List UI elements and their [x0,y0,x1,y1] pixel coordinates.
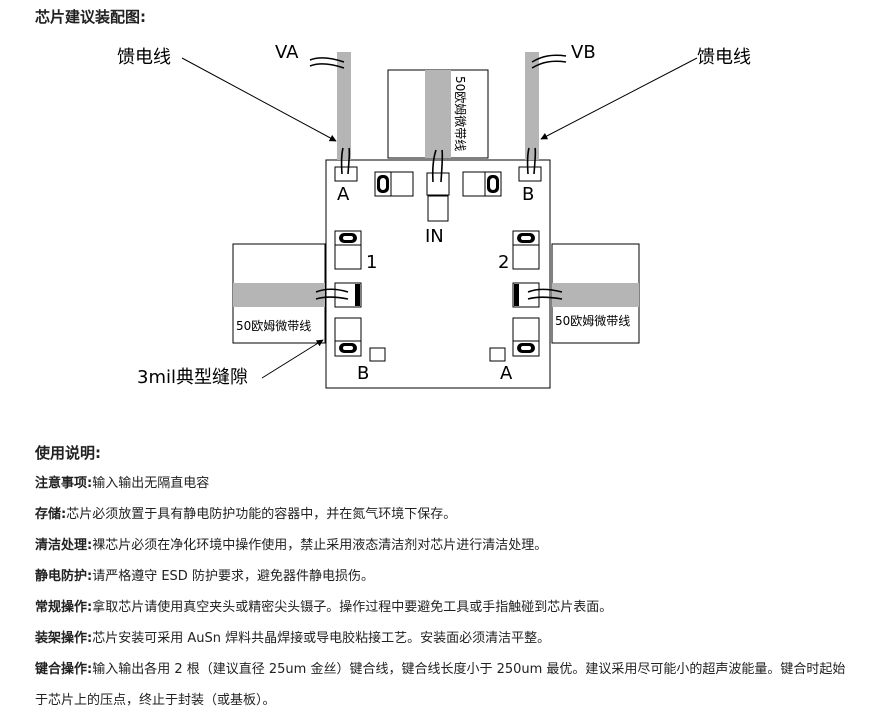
arrow-feed-right [540,57,698,140]
feed-line-right [525,52,539,160]
feed-line-label-left: 馈电线 [117,47,171,68]
va-label: VA [275,42,299,63]
supply-leads [309,54,567,69]
assembly-diagram: 50欧姆微带线 50欧姆微带线 50欧姆微带线 [117,42,751,389]
section-title: 芯片建议装配图: [35,8,146,26]
microstrip-right-label: 50欧姆微带线 [555,314,630,328]
usage-notes: 注意事项:输入输出无隔直电容 存储:芯片必须放置于具有静电防护功能的容器中，并在… [35,468,855,716]
note-cleaning: 清洁处理:裸芯片必须在净化环境中操作使用，禁止采用液态清洁剂对芯片进行清洁处理。 [35,538,548,553]
note-storage: 存储:芯片必须放置于具有静电防护功能的容器中，并在氮气环境下保存。 [35,507,457,522]
bond-wires-top [340,147,537,183]
usage-title: 使用说明: [35,444,101,462]
pad-a-top-label: A [337,184,350,205]
port-2-label: 2 [498,252,509,273]
pad-a-bottom-label: A [500,363,513,384]
bond-wires-side [315,288,563,300]
microstrip-left-label: 50欧姆微带线 [236,319,311,333]
pad-b-top-label: B [522,184,534,205]
in-pad [426,172,450,196]
arrow-gap [261,339,324,379]
in-label: IN [425,226,444,247]
feed-line-left [337,52,351,160]
note-bonding: 键合操作:输入输出各用 2 根（建议直径 25um 金丝）键合线，键合线长度小于… [35,662,846,708]
feed-line-label-right: 馈电线 [697,47,751,68]
microstrip-top-label: 50欧姆微带线 [453,76,467,151]
pad-b-top [518,166,542,182]
arrow-feed-left [181,57,337,142]
note-mounting: 装架操作:芯片安装可采用 AuSn 焊料共晶焊接或导电胶粘接工艺。安装面必须清洁… [35,631,551,646]
pad-a-top [334,166,358,182]
note-handling: 常规操作:拿取芯片请使用真空夹头或精密尖头镊子。操作过程中要避免工具或手指触碰到… [35,600,613,615]
note-caution: 注意事项:输入输出无隔直电容 [35,476,210,491]
gap-label: 3mil典型缝隙 [137,367,248,388]
pad-b-bottom [369,347,386,362]
port-1-label: 1 [366,252,377,273]
pad-b-bottom-label: B [357,363,369,384]
pad-a-bottom [489,347,506,362]
note-esd: 静电防护:请严格遵守 ESD 防护要求，避免器件静电损伤。 [35,569,374,584]
vb-label: VB [571,42,596,63]
